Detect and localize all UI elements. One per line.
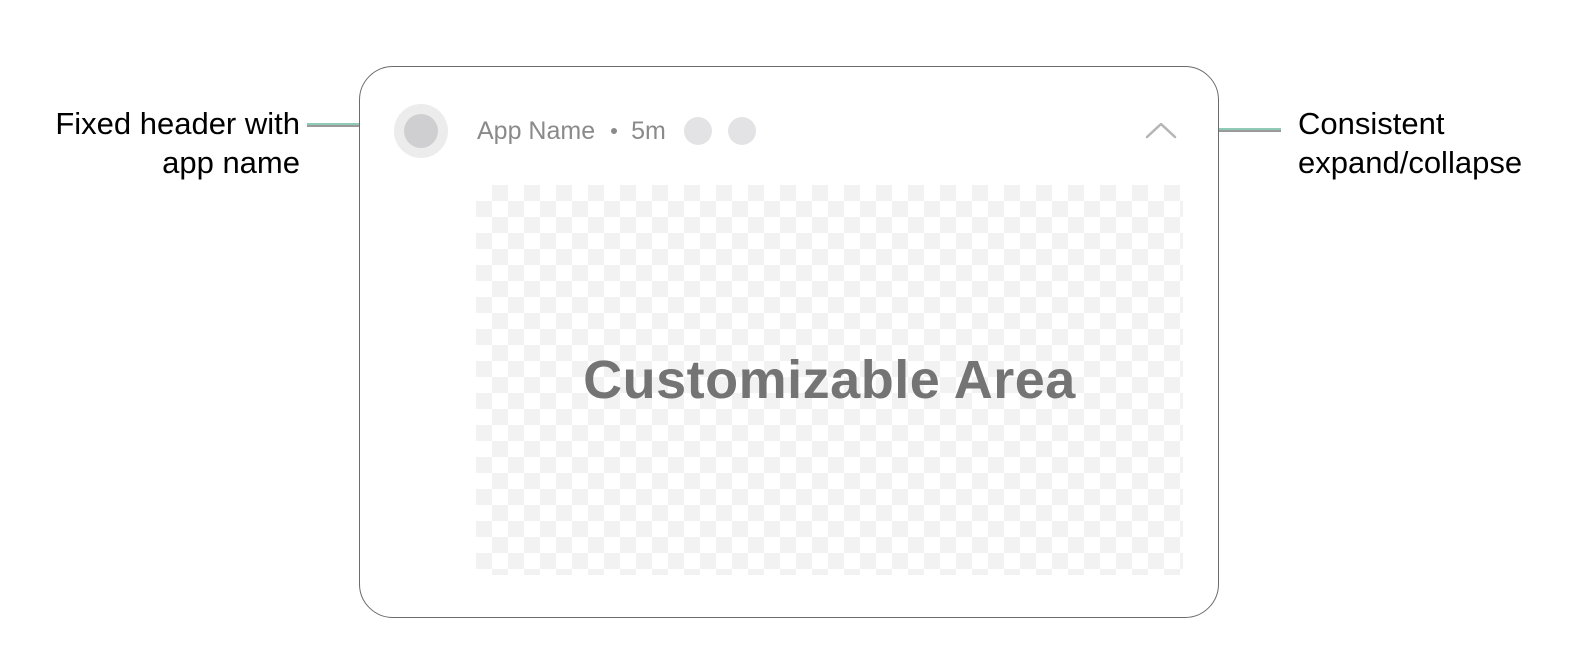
leader-line-left [307,123,397,127]
callout-fixed-header: Fixed header with app name [20,104,300,182]
chevron-up-icon [1145,122,1177,139]
callout-expand-collapse-line1: Consistent [1298,106,1445,141]
expand-collapse-button[interactable] [1144,117,1178,141]
notification-card[interactable]: App Name 5m Customizable Area [359,66,1219,618]
placeholder-dot-1 [683,117,712,145]
separator-dot [611,128,618,134]
app-icon [394,104,448,158]
placeholder-dot-2 [727,117,756,145]
callout-fixed-header-line1: Fixed header with [55,106,300,141]
callout-fixed-header-line2: app name [162,145,300,180]
app-icon-inner [404,114,438,148]
notification-header: App Name 5m [477,113,772,149]
callout-expand-collapse: Consistent expand/collapse [1298,104,1568,182]
timestamp: 5m [631,116,666,145]
customizable-area-label: Customizable Area [583,350,1076,410]
app-name: App Name [477,116,596,145]
callout-expand-collapse-line2: expand/collapse [1298,145,1523,180]
leader-line-right [1193,128,1281,132]
customizable-area: Customizable Area [476,185,1183,575]
